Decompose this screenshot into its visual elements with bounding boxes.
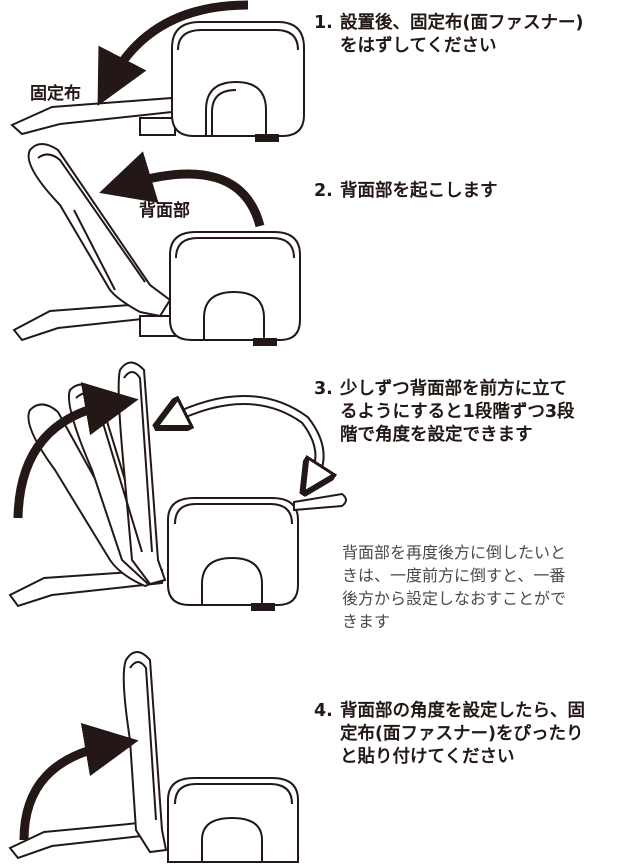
step-3-note: 背面部を再度後方に倒したいと きは、一度前方に倒すと、一番 後方から設定しなおす…: [342, 543, 567, 631]
figure-step-2: [14, 144, 300, 345]
label-backrest: 背面部: [139, 201, 190, 221]
step-3: 3. 少しずつ背面部を前方に立て るようにすると1段階ずつ3段 階で角度を設定で…: [314, 378, 630, 447]
step-number: 3.: [314, 379, 333, 399]
step-1: 1. 設置後、固定布(面ファスナー) をはずしてください: [314, 12, 630, 58]
step-number: 2.: [314, 181, 333, 201]
step-4: 4. 背面部の角度を設定したら、固 定布(面ファスナー)をぴったり と貼り付けて…: [314, 700, 630, 769]
step-number: 4.: [314, 701, 333, 721]
figure-step-4: [10, 652, 298, 862]
figure-step-1: [12, 22, 304, 141]
step-text: 設置後、固定布(面ファスナー) をはずしてください: [340, 13, 584, 56]
curved-arrow-3: [18, 382, 139, 518]
curved-arrow-4: [24, 722, 139, 840]
step-2: 2. 背面部を起こします: [314, 180, 630, 203]
figure-step-3: [10, 363, 346, 611]
step-number: 1.: [314, 13, 333, 33]
step-text: 少しずつ背面部を前方に立て るようにすると1段階ずつ3段 階で角度を設定できます: [340, 379, 575, 445]
step-text: 背面部の角度を設定したら、固 定布(面ファスナー)をぴったり と貼り付けてくださ…: [340, 701, 585, 767]
curved-arrow-1: [97, 5, 248, 106]
step-text: 背面部を起こします: [340, 181, 498, 201]
curved-arrow-2: [99, 151, 260, 226]
label-fixing-fabric: 固定布: [30, 84, 81, 104]
